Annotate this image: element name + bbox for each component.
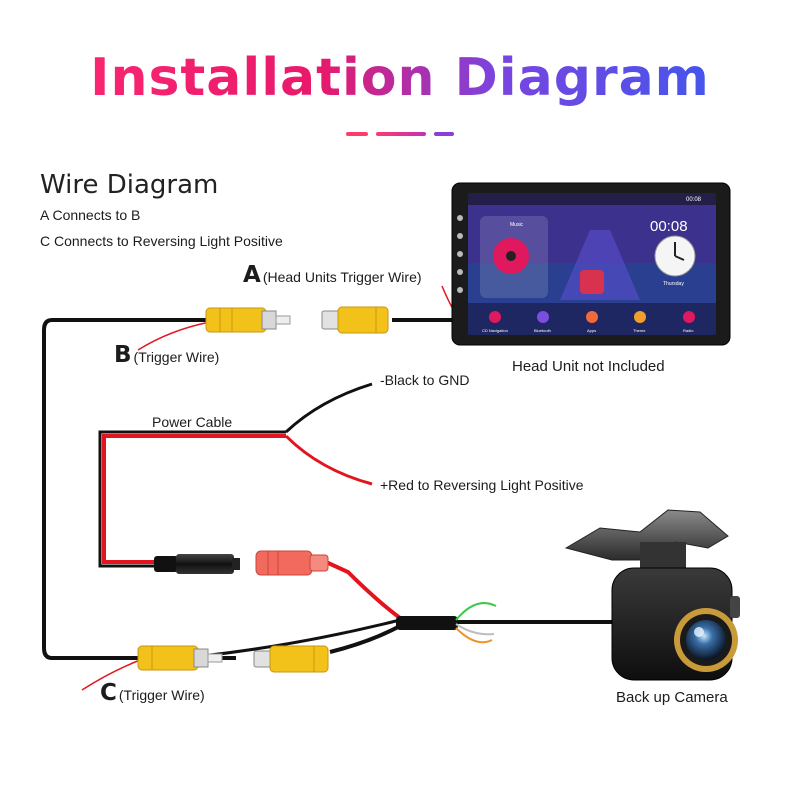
label-b-letter: B <box>114 342 132 368</box>
screen-music-label: Music <box>510 222 524 228</box>
dock-label: CD Navigation <box>482 328 508 333</box>
red-positive-label: +Red to Reversing Light Positive <box>380 477 584 493</box>
white-wire <box>455 623 495 636</box>
label-b-text: (Trigger Wire) <box>133 349 220 365</box>
green-wire <box>455 602 497 621</box>
label-c: C(Trigger Wire) <box>100 680 205 706</box>
label-c-text: (Trigger Wire) <box>118 687 205 703</box>
camera-harness <box>201 560 630 660</box>
backup-camera <box>564 509 740 681</box>
pointer-line-b <box>137 321 211 351</box>
dc-plug <box>154 554 240 574</box>
car-widget <box>580 270 604 294</box>
power-cable-label: Power Cable <box>152 414 233 430</box>
rca-connector-a <box>321 306 389 334</box>
power-red-wire <box>102 434 286 564</box>
head-unit-label: Head Unit not Included <box>512 358 665 375</box>
title-decoration <box>434 132 454 136</box>
screen-clock: 00:08 <box>650 218 688 235</box>
camera-lens-icon <box>686 620 726 660</box>
dock-apps-icon <box>586 311 598 323</box>
harness-junction <box>396 616 458 630</box>
dock-radio-icon <box>683 311 695 323</box>
screen-date: Thursday <box>663 281 684 287</box>
harness-trigger-wire <box>201 618 401 658</box>
rca-video-connector <box>253 645 329 673</box>
camera-label: Back up Camera <box>616 689 728 706</box>
dock-theme-icon <box>634 311 646 323</box>
power-cable <box>98 382 373 574</box>
rca-connector-b <box>205 307 291 333</box>
title-decoration <box>376 132 426 136</box>
screen-status-time: 00:08 <box>686 197 702 203</box>
title-decoration <box>346 132 368 136</box>
dock-navigation-icon <box>489 311 501 323</box>
label-a-text: (Head Units Trigger Wire) <box>262 269 422 285</box>
camera-bracket <box>564 509 729 561</box>
pointer-line-c <box>81 659 141 691</box>
power-black-wire <box>98 430 286 568</box>
trigger-wire-loop <box>42 318 208 660</box>
page-title: Installation Diagram <box>0 48 800 108</box>
label-a: A(Head Units Trigger Wire) <box>243 262 422 288</box>
rca-connector-c <box>137 645 223 671</box>
black-gnd-label: -Black to GND <box>380 372 470 388</box>
dock-label: Radio <box>683 328 694 333</box>
harness-red-wire <box>325 560 402 620</box>
orange-wire <box>455 627 493 644</box>
dock-label: Apps <box>587 328 596 333</box>
dock-label: Bluetooth <box>534 328 551 333</box>
label-b: B(Trigger Wire) <box>114 342 219 368</box>
wire-diagram-heading: Wire Diagram <box>40 170 219 200</box>
black-gnd-wire <box>284 382 373 434</box>
red-positive-wire <box>284 434 373 486</box>
label-c-letter: C <box>100 680 117 706</box>
note-c: C Connects to Reversing Light Positive <box>40 233 283 249</box>
label-a-letter: A <box>243 262 261 288</box>
harness-black-wire <box>329 624 401 654</box>
note-a-b: A Connects to B <box>40 207 141 223</box>
rca-power-connector <box>255 550 329 576</box>
dock-bluetooth-icon <box>537 311 549 323</box>
head-unit: Music 00:08 00:08 Thursday CD Navigation… <box>451 182 731 346</box>
dock-label: Theme <box>633 328 646 333</box>
